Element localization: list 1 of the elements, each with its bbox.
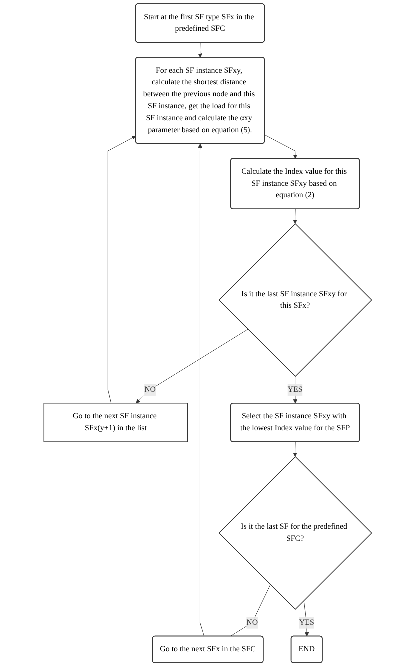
connector: [230, 584, 271, 637]
